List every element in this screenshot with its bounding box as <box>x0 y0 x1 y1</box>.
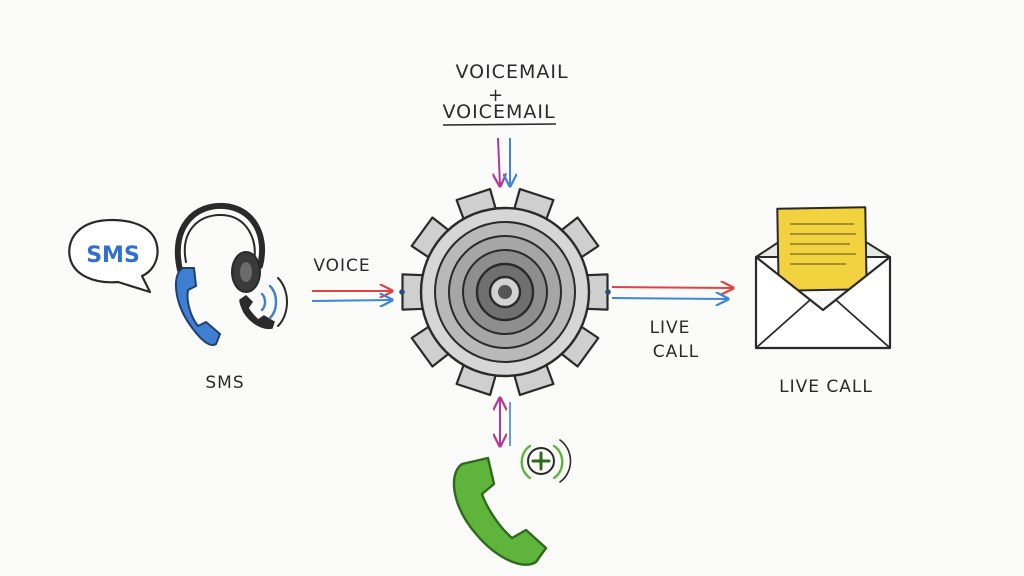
headset-icon <box>174 202 266 293</box>
arrow-voice-blue <box>311 300 392 301</box>
sms-bubble-text: SMS <box>86 243 140 268</box>
label-live-call-arrow-line1: LIVE <box>650 318 691 338</box>
label-live-call-arrow-line2: CALL <box>653 342 699 362</box>
voicemail-underline <box>442 123 557 126</box>
phone-green-icon <box>452 456 548 566</box>
phone-waves-icon <box>239 277 288 330</box>
envelope-icon <box>754 206 892 350</box>
letter-icon <box>776 206 868 292</box>
arrow-voicemail-magenta <box>498 137 500 186</box>
add-call-icon <box>520 439 572 483</box>
label-voice: VOICE <box>313 256 370 276</box>
speech-bubble-icon <box>68 218 159 294</box>
phone-blue-icon <box>174 267 221 346</box>
label-voicemail-bottom: VOICEMAIL <box>442 101 555 123</box>
label-voicemail-top: VOICEMAIL <box>455 61 568 83</box>
arrow-live-blue <box>611 298 728 299</box>
gear-icon <box>399 188 611 396</box>
label-live-call: LIVE CALL <box>779 377 873 397</box>
arrow-live-red <box>611 287 733 288</box>
label-plus: + <box>488 85 504 106</box>
label-sms: SMS <box>205 373 244 393</box>
